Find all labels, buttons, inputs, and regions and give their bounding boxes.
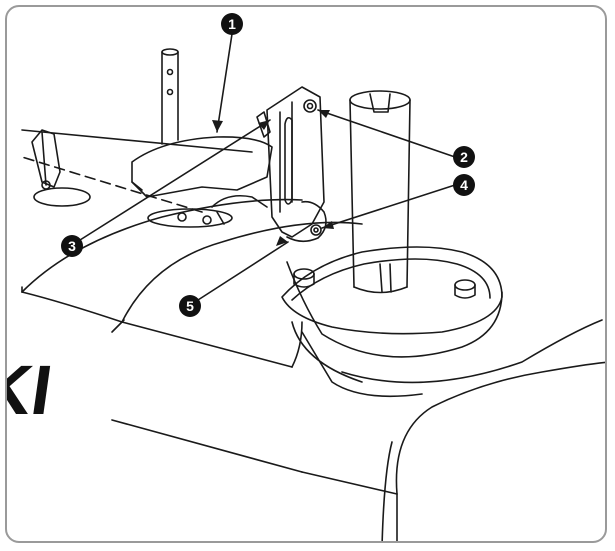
tension-bracket	[31, 129, 91, 207]
leader-lines	[79, 33, 456, 301]
thread-guide-bracket	[256, 86, 327, 243]
callout-1-label: 1	[228, 16, 236, 32]
take-up-cover	[131, 136, 273, 228]
callout-5-label: 5	[186, 298, 194, 314]
thread-stand-pipe	[349, 90, 411, 294]
base-plate	[281, 246, 503, 335]
machine-arm-outline	[21, 129, 605, 541]
callout-3: 3	[61, 235, 83, 257]
brand-logo: JKI	[7, 350, 57, 429]
callout-4: 4	[453, 174, 475, 196]
callout-3-label: 3	[68, 238, 76, 254]
front-cover	[21, 198, 503, 398]
thread-guide-pin	[161, 48, 179, 145]
callout-1: 1	[221, 13, 243, 35]
brand-logo-text: JKI	[7, 350, 57, 429]
sewing-machine-diagram: JKI 1 2 3 4 5	[7, 13, 605, 541]
callout-5: 5	[179, 295, 201, 317]
callout-2-label: 2	[460, 149, 468, 165]
leader-arrowheads	[212, 110, 334, 246]
callout-4-label: 4	[460, 177, 468, 193]
illustration-frame: JKI 1 2 3 4 5	[5, 5, 607, 543]
callout-2: 2	[453, 146, 475, 168]
